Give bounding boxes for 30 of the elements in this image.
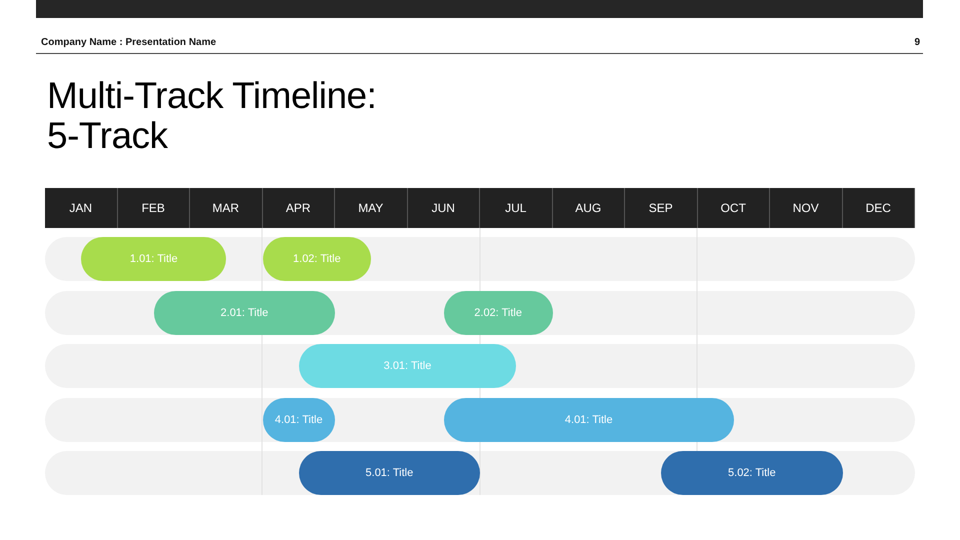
month-header: AUG: [552, 188, 625, 228]
month-header: DEC: [842, 188, 915, 228]
month-header: NOV: [770, 188, 842, 228]
task-bar: 3.01: Title: [298, 344, 516, 388]
footer-text: Company Name : Presentation Name: [41, 37, 216, 48]
page-number: 9: [914, 37, 920, 48]
task-bar: 1.01: Title: [81, 237, 226, 281]
month-header: FEB: [118, 188, 190, 228]
header-band: [36, 0, 923, 18]
month-header: JUL: [480, 188, 552, 228]
track-band: [45, 344, 915, 388]
month-header: JUN: [408, 188, 480, 228]
month-header: SEP: [625, 188, 698, 228]
task-bar: 1.02: Title: [262, 237, 372, 281]
track-band: [45, 451, 915, 495]
month-header: MAY: [335, 188, 408, 228]
month-header: MAR: [190, 188, 262, 228]
month-header: JAN: [45, 188, 118, 228]
task-bar: 2.01: Title: [154, 290, 335, 334]
month-header: OCT: [698, 188, 770, 228]
track-band: [45, 398, 915, 442]
task-bar: 4.01: Title: [262, 398, 335, 442]
task-bar: 4.01: Title: [444, 398, 734, 442]
track-band: [45, 237, 915, 281]
task-bar: 5.02: Title: [661, 451, 842, 495]
month-header: APR: [262, 188, 335, 228]
track-band: [45, 290, 915, 334]
task-bar: 2.02: Title: [444, 290, 552, 334]
task-bar: 5.01: Title: [298, 451, 480, 495]
slide-title: Multi-Track Timeline: 5-Track: [47, 76, 378, 156]
